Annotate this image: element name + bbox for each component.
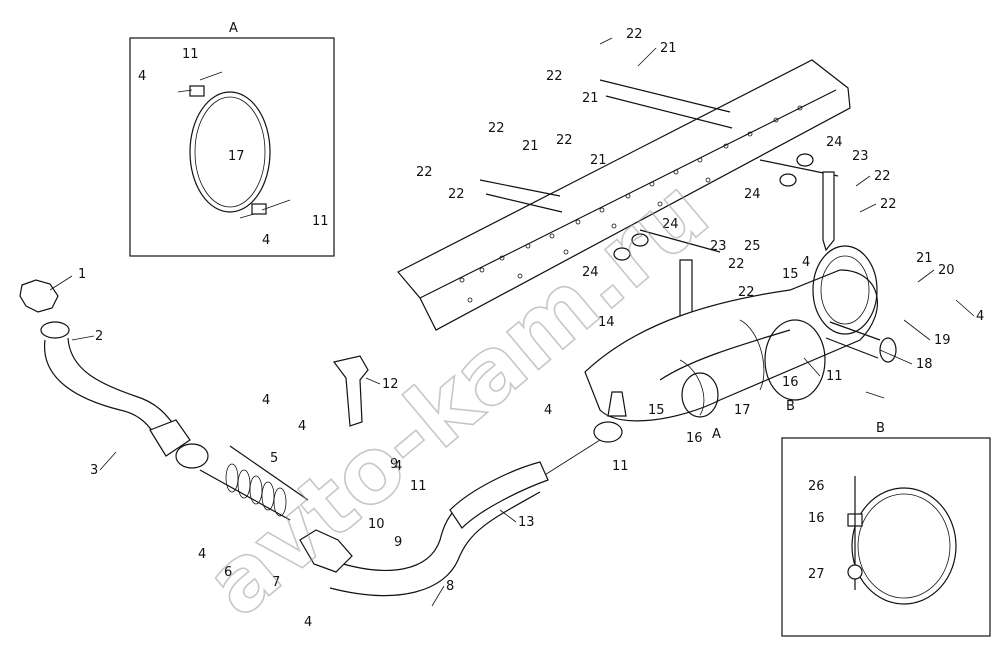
callout-22-g: 22 [556, 133, 573, 148]
inset-a-callout-11-bottom: 11 [312, 214, 329, 229]
callout-11-a: 11 [410, 479, 427, 494]
inset-a-callout-11-top: 11 [182, 47, 199, 62]
callout-24-c: 24 [744, 187, 761, 202]
pipe-hanger [332, 355, 369, 427]
callout-22-b: 22 [738, 285, 755, 300]
callout-9-a: 4 [394, 459, 402, 474]
inset-b-callout-16: 16 [808, 511, 825, 526]
front-exhaust-pipe [19, 279, 191, 457]
leader-lines [49, 37, 975, 607]
callout-22-e: 22 [626, 27, 643, 42]
callout-4-a: 4 [262, 393, 270, 408]
callout-11-c: 11 [826, 369, 843, 384]
callout-25: 25 [744, 239, 761, 254]
tail-pipe [825, 321, 897, 363]
callout-19: 19 [934, 333, 951, 348]
rubber-blocks [613, 153, 814, 261]
inset-b: B 26 16 27 [781, 421, 991, 637]
callout-21-f: 22 [448, 187, 465, 202]
callout-21-b: 21 [660, 41, 677, 56]
callout-24-b: 24 [662, 217, 679, 232]
callout-21-c: 21 [582, 91, 599, 106]
muffler [584, 245, 878, 422]
callout-22-i: 22 [416, 165, 433, 180]
callout-9-top: 9 [390, 457, 398, 472]
callout-15-a: 15 [648, 403, 665, 418]
callout-22-f: 22 [546, 69, 563, 84]
inset-b-callout-27: 27 [808, 567, 825, 582]
inset-a: A 11 4 17 11 4 [129, 21, 335, 257]
callout-3: 3 [90, 463, 98, 478]
frame-rail [397, 59, 851, 331]
inset-a-callout-4-bottom: 4 [262, 233, 270, 248]
callout-labels: 1 2 3 4 4 5 4 6 7 4 12 4 9 11 10 9 8 13 … [78, 27, 984, 630]
inset-a-title: A [229, 21, 238, 36]
callout-4-d: 4 [304, 615, 312, 630]
callout-20: 20 [938, 263, 955, 278]
callout-21-d: 21 [590, 153, 607, 168]
callout-22-d: 22 [880, 197, 897, 212]
callout-23-b: 23 [852, 149, 869, 164]
muffler-inlet-clamp [593, 391, 627, 443]
inset-b-callout-26: 26 [808, 479, 825, 494]
callout-1: 1 [78, 267, 86, 282]
callout-2: 2 [95, 329, 103, 344]
callout-10: 10 [368, 517, 385, 532]
callout-16-b: 16 [782, 375, 799, 390]
muffler-strap [681, 319, 826, 418]
callout-18: 18 [916, 357, 933, 372]
callout-12: 12 [382, 377, 399, 392]
callout-6: 6 [224, 565, 232, 580]
callout-14: 14 [598, 315, 615, 330]
callout-22-h: 22 [488, 121, 505, 136]
callout-21-e: 21 [522, 139, 539, 154]
callout-B: B [786, 399, 795, 414]
inset-a-callout-17: 17 [228, 149, 245, 164]
callout-21-a: 21 [916, 251, 933, 266]
callout-5: 5 [270, 451, 278, 466]
inset-a-callout-4-top: 4 [138, 69, 146, 84]
callout-16-a: 16 [686, 431, 703, 446]
callout-24-a: 24 [582, 265, 599, 280]
callout-8: 8 [446, 579, 454, 594]
callout-23-a: 23 [710, 239, 727, 254]
callout-4-g: 4 [802, 255, 810, 270]
callout-7: 7 [272, 575, 280, 590]
inset-b-title: B [876, 421, 885, 436]
callout-17: 17 [734, 403, 751, 418]
callout-22-c: 22 [874, 169, 891, 184]
flexible-bellows [175, 443, 353, 573]
callout-15-b: 15 [782, 267, 799, 282]
callout-9-b: 9 [394, 535, 402, 550]
callout-11-b: 11 [612, 459, 629, 474]
callout-A: A [712, 427, 721, 442]
callout-24-d: 24 [826, 135, 843, 150]
callout-4-e: 4 [544, 403, 552, 418]
callout-4-f: 4 [976, 309, 984, 324]
intermediate-pipe [329, 439, 601, 597]
callout-22-a: 22 [728, 257, 745, 272]
callout-13: 13 [518, 515, 535, 530]
callout-4-c: 4 [198, 547, 206, 562]
callout-4-b: 4 [298, 419, 306, 434]
